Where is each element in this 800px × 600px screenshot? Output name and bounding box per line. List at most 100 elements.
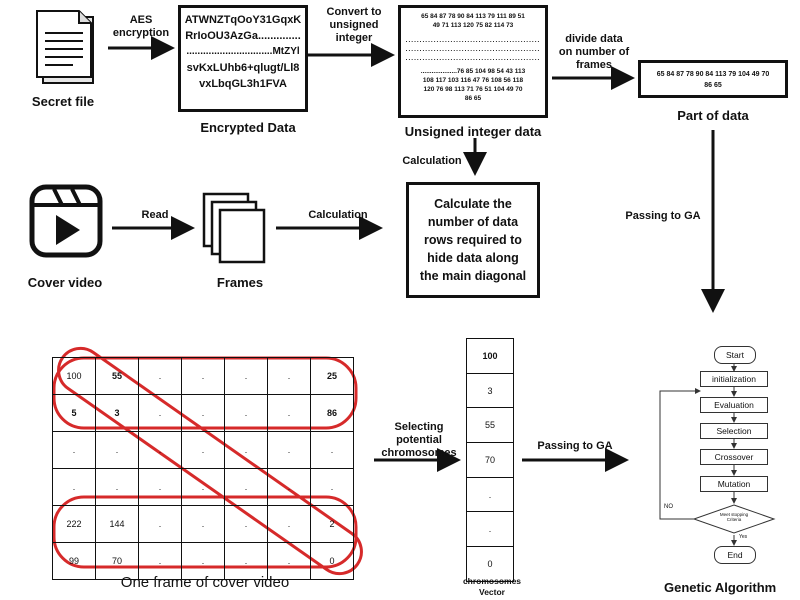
divide-label: divide data on number of frames — [558, 33, 630, 71]
grid-cell: 99 — [52, 542, 96, 580]
grid-cell: . — [267, 505, 311, 543]
ga-yes-label: Yes — [739, 534, 748, 540]
grid-cell: . — [181, 468, 225, 506]
unsigned-line: ....................76 85 104 98 54 43 1… — [420, 68, 526, 75]
part-of-data-content: 65 84 87 78 90 84 113 79 104 49 70 86 65 — [656, 71, 770, 89]
grid-cell: . — [138, 542, 182, 580]
grid-cell: . — [138, 431, 182, 469]
unsigned-line: 49 71 113 120 75 82 114 73 — [432, 22, 514, 29]
grid-cell: . — [138, 357, 182, 395]
grid-cell: . — [267, 394, 311, 432]
genetic-algorithm-caption: Genetic Algorithm — [664, 580, 777, 595]
ga-step-label: Mutation — [717, 479, 751, 489]
grid-cell: 55 — [95, 357, 139, 395]
grid-cell: . — [224, 505, 268, 543]
vector-cell: . — [467, 478, 513, 513]
grid-cell: . — [267, 542, 311, 580]
grid-cell: . — [224, 431, 268, 469]
grid-cell: 144 — [95, 505, 139, 543]
encrypted-line: vxLbqGL3h1FVA — [199, 78, 287, 90]
grid-cell: 25 — [310, 357, 354, 395]
grid-cell: 5 — [52, 394, 96, 432]
grid-cell: 222 — [52, 505, 96, 543]
calculate-rows-box: Calculate the number of data rows requir… — [406, 182, 540, 298]
frames-icon — [200, 190, 270, 268]
part-of-data-box: 65 84 87 78 90 84 113 79 104 49 70 86 65 — [638, 60, 788, 98]
cover-frame-caption: One frame of cover video — [120, 574, 290, 591]
grid-cell: 2 — [310, 505, 354, 543]
ga-end-label: End — [727, 550, 743, 560]
grid-cell: . — [138, 468, 182, 506]
ga-step-mutation: Mutation — [700, 476, 768, 492]
vector-cell: 3 — [467, 374, 513, 409]
grid-cell: 0 — [310, 542, 354, 580]
calculation-mid-label: Calculation — [308, 209, 368, 221]
grid-cell: . — [95, 468, 139, 506]
ga-step-crossover: Crossover — [700, 449, 768, 465]
grid-row: ....... — [52, 468, 354, 506]
encrypted-data-caption: Encrypted Data — [200, 120, 296, 135]
grid-cell: . — [310, 468, 354, 506]
encrypted-line: RrIoOU3AzGa.............. — [185, 30, 301, 42]
grid-cell: 100 — [52, 357, 96, 395]
encrypted-line: ...............................MtZYl — [186, 46, 300, 57]
grid-cell: . — [224, 394, 268, 432]
grid-cell: 3 — [95, 394, 139, 432]
ga-no-label: NO — [664, 504, 673, 510]
ga-step-label: Selection — [716, 426, 752, 436]
vector-cell: 100 — [467, 339, 513, 374]
aes-encryption-label: AES encryption — [112, 14, 170, 39]
calculate-rows-text: Calculate the number of data rows requir… — [419, 197, 527, 283]
cover-video-caption: Cover video — [27, 275, 103, 290]
grid-cell: . — [138, 505, 182, 543]
grid-cell: . — [310, 431, 354, 469]
ga-start-node: Start — [714, 346, 756, 364]
ga-step-label: initialization — [712, 374, 756, 384]
grid-cell: . — [181, 431, 225, 469]
calculation-top-label: Calculation — [402, 155, 462, 167]
grid-cell: . — [267, 431, 311, 469]
passing-to-ga-bottom-label: Passing to GA — [537, 440, 613, 452]
ga-decision-label: Meet stopping Criteria — [719, 512, 749, 522]
grid-cell: . — [224, 357, 268, 395]
frames-caption: Frames — [216, 275, 264, 290]
read-label: Read — [141, 209, 169, 221]
grid-row: ....... — [52, 431, 354, 469]
ga-step-evaluation: Evaluation — [700, 397, 768, 413]
vector-cell: 55 — [467, 408, 513, 444]
grid-cell: 86 — [310, 394, 354, 432]
vector-cell: . — [467, 512, 513, 548]
unsigned-integer-box: 65 84 87 78 90 84 113 79 111 89 51 49 71… — [398, 5, 548, 118]
grid-cell: . — [52, 468, 96, 506]
vector-cell: 0 — [487, 558, 493, 569]
grid-cell: . — [224, 468, 268, 506]
secret-file-caption: Secret file — [31, 94, 95, 109]
convert-label: Convert to unsigned integer — [326, 6, 382, 44]
unsigned-integer-caption: Unsigned integer data — [404, 124, 542, 139]
grid-cell: . — [267, 357, 311, 395]
ga-end-node: End — [714, 546, 756, 564]
ga-step-initialization: initialization — [700, 371, 768, 387]
grid-cell: . — [138, 394, 182, 432]
part-of-data-caption: Part of data — [677, 108, 749, 123]
grid-cell: . — [52, 431, 96, 469]
encrypted-data-box: ATWNZTqOoY31GqxK RrIoOU3AzGa............… — [178, 5, 308, 112]
secret-file-icon — [33, 7, 103, 87]
ga-step-label: Crossover — [714, 452, 754, 462]
chromosomes-vector-caption: chromosomes Vector — [462, 576, 522, 597]
grid-cell: . — [181, 357, 225, 395]
ga-step-selection: Selection — [700, 423, 768, 439]
encrypted-line: svKxLUhb6+qlugt/Ll8 — [186, 62, 300, 74]
unsigned-line: 86 65 — [464, 95, 482, 102]
selecting-chromosomes-label: Selecting potential chromosomes — [381, 421, 457, 459]
passing-to-ga-top-label: Passing to GA — [625, 210, 701, 222]
ga-start-label: Start — [726, 350, 744, 360]
grid-cell: . — [181, 505, 225, 543]
unsigned-line: 65 84 87 78 90 84 113 79 111 89 51 — [421, 13, 525, 20]
grid-cell: . — [181, 394, 225, 432]
